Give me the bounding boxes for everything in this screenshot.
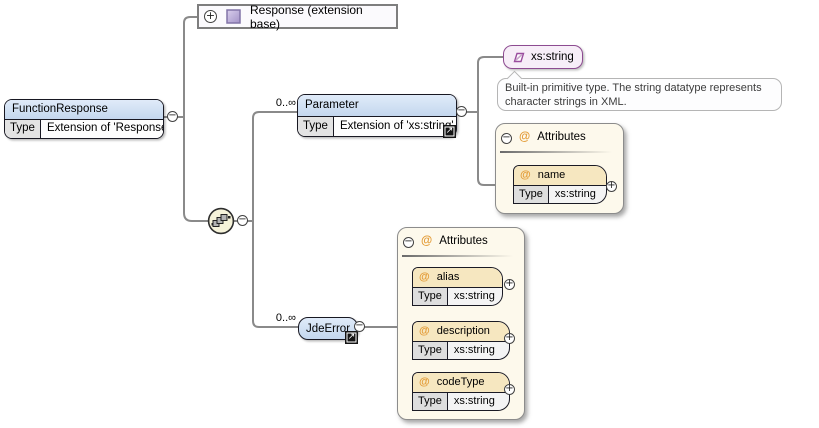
- attribute-alias-label: alias: [436, 271, 460, 283]
- attribute-codetype-header: @ codeType: [413, 373, 509, 392]
- simple-type-label: xs:string: [531, 51, 574, 63]
- attributes-header: @ Attributes: [519, 131, 586, 143]
- element-functionresponse-type-row: Type Extension of 'Response': [5, 119, 163, 138]
- attribute-at-icon: @: [419, 271, 430, 283]
- divider: [402, 255, 513, 257]
- type-label: Type: [413, 393, 448, 410]
- collapse-toggle-parameter[interactable]: −: [456, 105, 467, 117]
- type-value: xs:string: [447, 393, 501, 410]
- expand-toggle-codetype-attribute[interactable]: +: [504, 383, 515, 395]
- element-parameter-title: Parameter: [298, 95, 456, 116]
- attribute-codetype[interactable]: @ codeType Type xs:string: [412, 372, 510, 411]
- attribute-alias[interactable]: @ alias Type xs:string: [412, 267, 503, 306]
- attributes-header-label: Attributes: [537, 131, 586, 143]
- attribute-name-label: name: [537, 169, 566, 181]
- element-jdeerror[interactable]: JdeError: [298, 317, 358, 340]
- expand-toggle-response[interactable]: +: [204, 9, 217, 23]
- type-value: Extension of 'xs:string': [333, 117, 456, 136]
- attribute-name-header: @ name: [514, 166, 606, 185]
- sequence-compositor-icon[interactable]: [207, 207, 235, 235]
- attributes-header-label: Attributes: [439, 235, 488, 247]
- element-functionresponse-title: FunctionResponse: [5, 100, 163, 119]
- simple-type-icon: [510, 51, 526, 64]
- attribute-description-type-row: Type xs:string: [413, 341, 509, 359]
- type-label: Type: [413, 342, 448, 359]
- attribute-alias-header: @ alias: [413, 268, 502, 287]
- expand-toggle-alias-attribute[interactable]: +: [504, 278, 515, 290]
- jdeerror-attributes-container: @ Attributes @ alias Type xs:string @ descr…: [397, 227, 525, 420]
- collapse-toggle-sequence[interactable]: −: [237, 214, 248, 226]
- type-label: Type: [298, 117, 334, 136]
- type-label: Type: [413, 288, 448, 305]
- expand-toggle-description-attribute[interactable]: +: [504, 332, 515, 344]
- collapse-toggle-functionresponse[interactable]: −: [167, 110, 178, 122]
- occurrence-label-jdeerror: 0..∞: [275, 312, 296, 324]
- type-label: Type: [514, 186, 549, 203]
- element-functionresponse[interactable]: FunctionResponse Type Extension of 'Resp…: [4, 99, 164, 139]
- attribute-at-icon: @: [520, 169, 531, 181]
- parameter-attributes-container: @ Attributes @ name Type xs:string: [495, 123, 624, 214]
- type-value: xs:string: [447, 288, 501, 305]
- simple-type-xs-string[interactable]: xs:string: [503, 45, 583, 69]
- attribute-name-type-row: Type xs:string: [514, 185, 606, 203]
- extension-base-response[interactable]: + Response (extension base): [197, 2, 398, 31]
- extension-base-label: Response (extension base): [250, 2, 363, 31]
- type-value: Extension of 'Response': [40, 120, 163, 138]
- attribute-description-label: description: [436, 325, 490, 337]
- type-value: xs:string: [447, 342, 501, 359]
- divider: [500, 151, 612, 153]
- attribute-at-icon: @: [419, 325, 430, 337]
- collapse-toggle-jdeerror-attributes[interactable]: −: [403, 236, 414, 248]
- attribute-alias-type-row: Type xs:string: [413, 287, 502, 305]
- element-parameter-type-row: Type Extension of 'xs:string': [298, 116, 456, 136]
- documentation-tooltip: Built-in primitive type. The string data…: [497, 70, 782, 111]
- attribute-codetype-type-row: Type xs:string: [413, 392, 509, 410]
- documentation-text: Built-in primitive type. The string data…: [505, 82, 762, 108]
- attribute-at-icon: @: [419, 376, 430, 388]
- type-value: xs:string: [548, 186, 602, 203]
- attribute-at-icon: @: [421, 235, 433, 247]
- complex-type-icon: [226, 9, 241, 24]
- attribute-codetype-label: codeType: [436, 376, 485, 388]
- attributes-header: @ Attributes: [421, 235, 488, 247]
- expand-toggle-name-attribute[interactable]: +: [606, 180, 617, 192]
- attribute-description-header: @ description: [413, 322, 509, 341]
- reference-link-icon-jdeerror[interactable]: ↗: [345, 331, 358, 344]
- collapse-toggle-parameter-attributes[interactable]: −: [501, 132, 512, 144]
- element-parameter[interactable]: Parameter Type Extension of 'xs:string': [297, 94, 457, 137]
- attribute-at-icon: @: [519, 131, 531, 143]
- attribute-description[interactable]: @ description Type xs:string: [412, 321, 510, 360]
- reference-link-icon-parameter[interactable]: ↗: [443, 125, 456, 138]
- type-label: Type: [5, 120, 41, 138]
- attribute-name[interactable]: @ name Type xs:string: [513, 165, 607, 204]
- collapse-toggle-jdeerror[interactable]: −: [354, 320, 365, 332]
- occurrence-label-parameter: 0..∞: [275, 97, 296, 109]
- element-jdeerror-title: JdeError: [305, 322, 351, 335]
